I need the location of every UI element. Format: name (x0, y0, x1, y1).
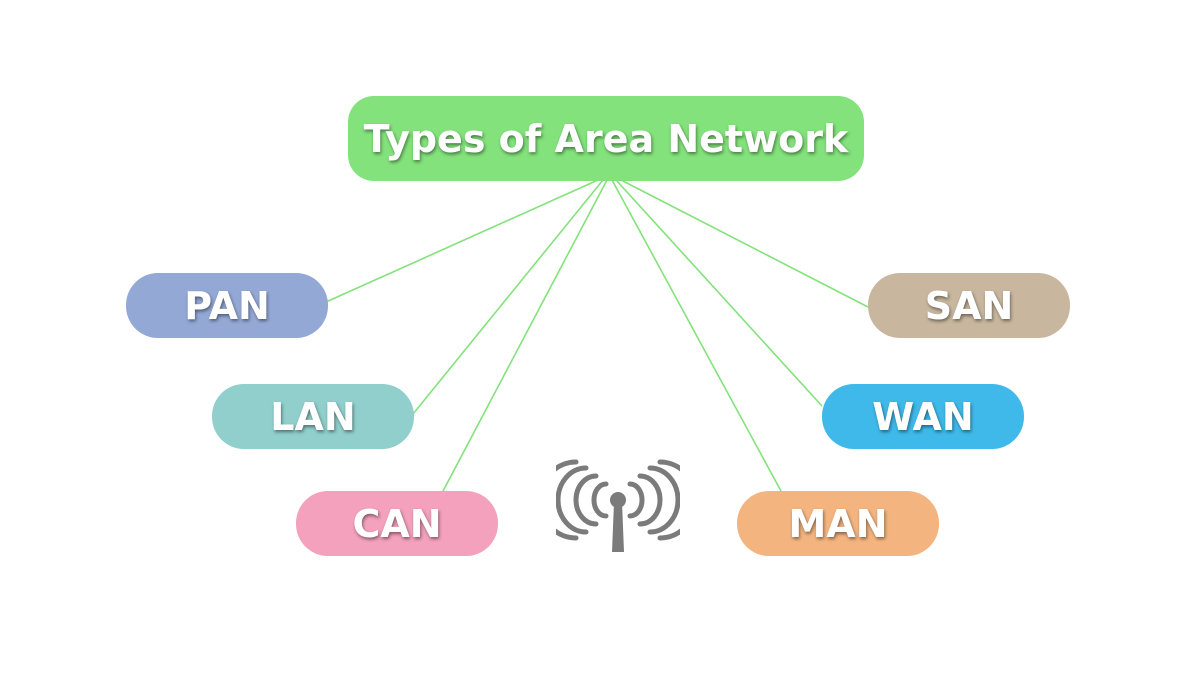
connector-san (620, 179, 869, 308)
node-man: MAN (737, 491, 939, 556)
node-man-label: MAN (788, 501, 888, 546)
root-node-label: Types of Area Network (363, 116, 849, 161)
connector-lan (412, 179, 604, 415)
node-pan-label: PAN (184, 283, 270, 328)
connector-wan (615, 179, 823, 407)
node-wan: WAN (822, 384, 1024, 449)
node-can-label: CAN (352, 501, 442, 546)
node-pan: PAN (126, 273, 328, 338)
antenna-signal-icon (556, 459, 680, 552)
node-can: CAN (296, 491, 498, 556)
connector-can (441, 179, 608, 494)
node-lan-label: LAN (270, 394, 356, 439)
connector-pan (325, 179, 599, 303)
root-node: Types of Area Network (348, 96, 864, 181)
connector-man (611, 179, 782, 492)
node-wan-label: WAN (872, 394, 974, 439)
node-san-label: SAN (924, 283, 1014, 328)
node-san: SAN (868, 273, 1070, 338)
node-lan: LAN (212, 384, 414, 449)
